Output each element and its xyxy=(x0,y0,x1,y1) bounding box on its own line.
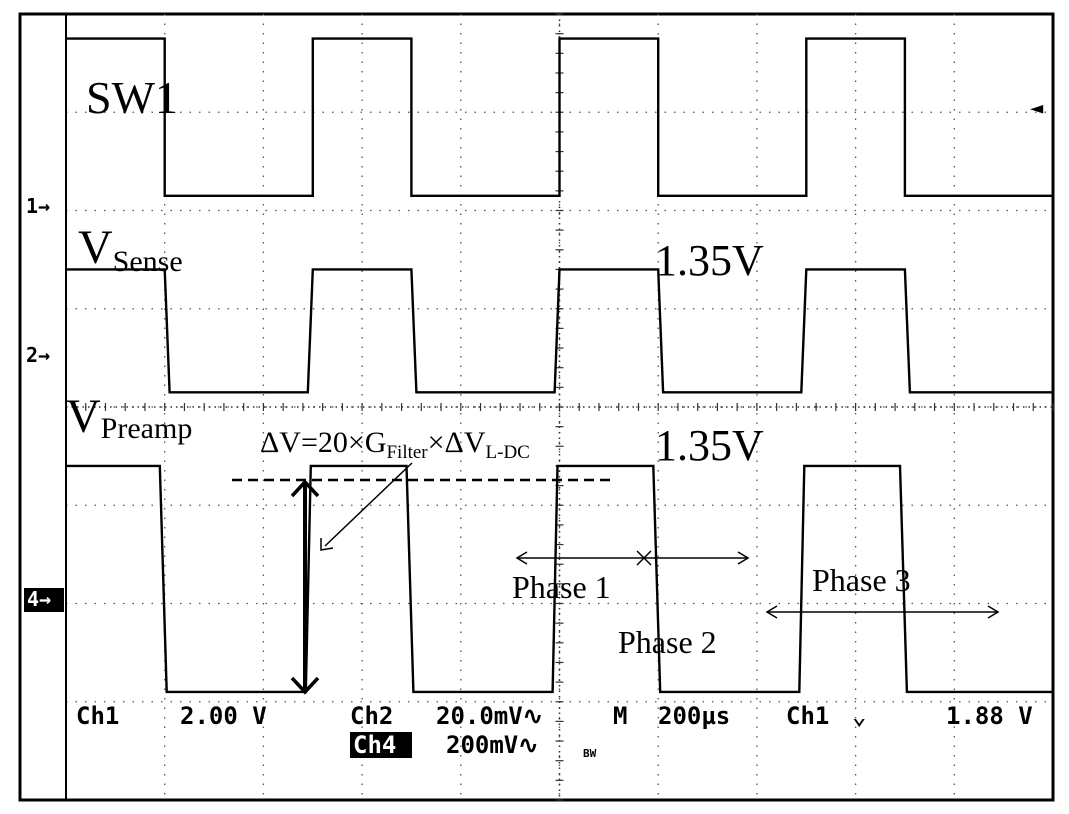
phase-arrows xyxy=(515,550,1000,619)
readout-trigger-level: 1.88 V xyxy=(946,702,1033,730)
readout-bw: BW xyxy=(583,747,597,760)
ch4-marker-bg xyxy=(24,588,64,612)
level-label-2: 1.35V xyxy=(655,421,764,470)
delta-v-pointer xyxy=(324,462,413,547)
readout-ch2: Ch2 xyxy=(350,702,393,730)
trace-line-3 xyxy=(66,464,1053,694)
trace-line-1 xyxy=(66,37,1053,197)
delta-v-sub1: Filter xyxy=(386,442,428,463)
traces xyxy=(66,37,1053,694)
vpreamp-label: VPreamp xyxy=(66,390,192,445)
level-label-1: 1.35V xyxy=(655,236,764,285)
delta-v-pointer-head xyxy=(320,538,334,551)
readout-ch4: Ch4 xyxy=(353,731,396,759)
delta-v-part1: ΔV=20×G xyxy=(260,426,386,459)
delta-v-formula: ΔV=20×GFilter×ΔVL-DC xyxy=(260,426,530,463)
readout-trigger-ch: Ch1 xyxy=(786,702,829,730)
readout-ch2-scale: 20.0mV∿ xyxy=(436,702,543,730)
outer-frame xyxy=(18,12,1055,802)
readout-timebase-m: M xyxy=(613,702,627,730)
readout-ch4-bg xyxy=(350,732,412,758)
phase1-label: Phase 1 xyxy=(512,569,611,605)
vsense-label: VSense xyxy=(78,221,183,278)
readout-trigger-slope: ⌄ xyxy=(852,702,866,730)
phase3-label: Phase 3 xyxy=(812,562,911,598)
readout-ch1-scale: 2.00 V xyxy=(180,702,267,730)
readout: Ch1 2.00 V Ch2 20.0mV∿ M 200µs Ch1 ⌄ 1.8… xyxy=(76,702,1033,760)
delta-v-part2: ×ΔV xyxy=(428,426,486,459)
delta-v-arrow-bottom-head xyxy=(290,676,320,695)
readout-ch1: Ch1 xyxy=(76,702,119,730)
delta-v-arrow-top-head xyxy=(290,479,320,498)
phase2-label: Phase 2 xyxy=(618,624,717,660)
ch2-marker: 2→ xyxy=(26,343,50,367)
sw1-label: SW1 xyxy=(86,72,178,123)
vsense-label-main: V xyxy=(78,221,113,274)
readout-ch4-scale: 200mV∿ xyxy=(446,731,538,759)
trigger-arrow-icon: ◄ xyxy=(1030,96,1044,121)
ch4-marker: 4→ xyxy=(27,587,51,611)
readout-timebase: 200µs xyxy=(658,702,730,730)
vpreamp-label-sub: Preamp xyxy=(101,412,193,445)
trace-line-2 xyxy=(66,268,1053,394)
ch1-marker: 1→ xyxy=(26,194,50,218)
vpreamp-label-main: V xyxy=(66,390,101,443)
delta-v-sub2: L-DC xyxy=(486,442,530,463)
vsense-label-sub: Sense xyxy=(113,245,183,278)
